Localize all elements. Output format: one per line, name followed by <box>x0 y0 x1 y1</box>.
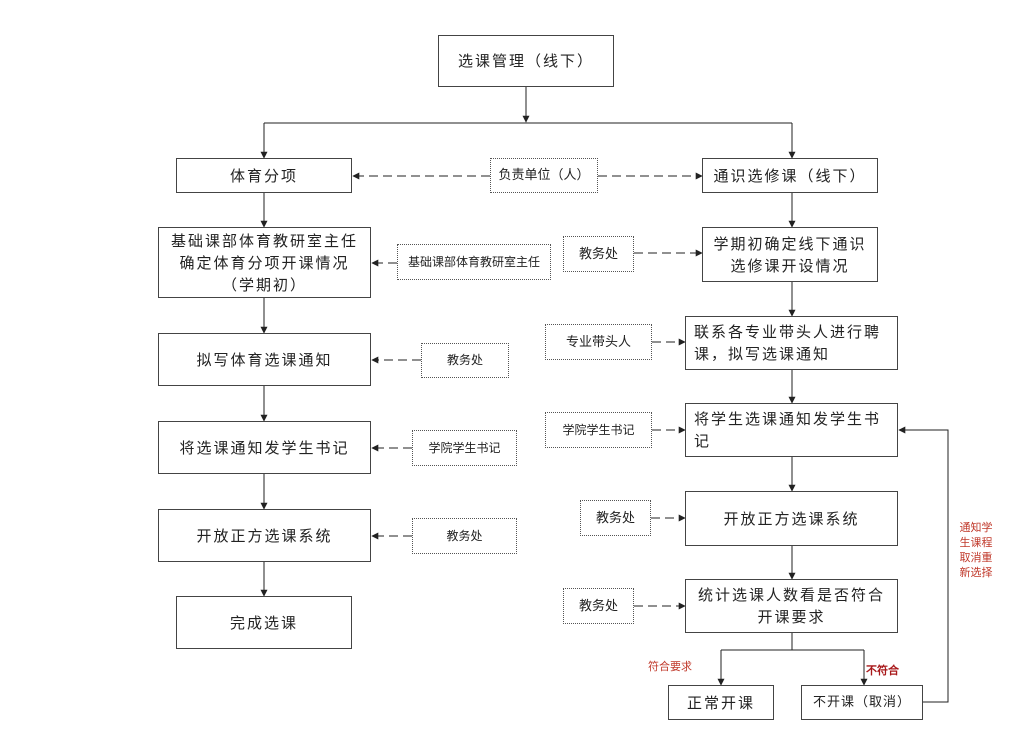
node-ge-normal: 正常开课 <box>668 685 774 720</box>
label-fails-requirements: 不符合 <box>866 664 899 677</box>
node-ge-open: 开放正方选课系统 <box>685 491 898 546</box>
note-ge-jwc2: 教务处 <box>580 500 651 536</box>
node-pe-notice: 拟写体育选课通知 <box>158 333 371 386</box>
node-ge-contact: 联系各专业带头人进行聘课，拟写选课通知 <box>685 316 898 370</box>
node-root: 选课管理（线下） <box>438 35 614 87</box>
node-ge-cancel: 不开课（取消） <box>801 685 923 720</box>
note-ge-leader: 专业带头人 <box>545 324 652 360</box>
node-ge-item: 通识选修课（线下） <box>702 158 878 193</box>
node-pe-open: 开放正方选课系统 <box>158 509 371 562</box>
node-ge-confirm: 学期初确定线下通识选修课开设情况 <box>702 227 878 282</box>
note-responsible: 负责单位（人） <box>490 158 598 193</box>
node-pe-done: 完成选课 <box>176 596 352 649</box>
node-ge-send: 将学生选课通知发学生书记 <box>685 403 898 457</box>
note-pe-secretary: 学院学生书记 <box>412 430 517 466</box>
label-notify-reselect: 通知学生课程取消重新选择 <box>959 521 993 579</box>
note-ge-secretary: 学院学生书记 <box>545 412 652 448</box>
note-ge-jwc3: 教务处 <box>563 588 634 624</box>
note-ge-jwc1: 教务处 <box>563 236 634 272</box>
node-ge-count: 统计选课人数看是否符合开课要求 <box>685 579 898 633</box>
label-meets-requirements: 符合要求 <box>648 660 692 673</box>
connector-feedback-loop <box>898 426 949 703</box>
note-pe-jwc1: 教务处 <box>421 343 509 378</box>
node-pe-confirm: 基础课部体育教研室主任确定体育分项开课情况（学期初） <box>158 227 371 298</box>
note-pe-jwc2: 教务处 <box>412 518 517 554</box>
node-pe-item: 体育分项 <box>176 158 352 193</box>
node-pe-send: 将选课通知发学生书记 <box>158 421 371 474</box>
note-pe-director: 基础课部体育教研室主任 <box>397 244 551 280</box>
